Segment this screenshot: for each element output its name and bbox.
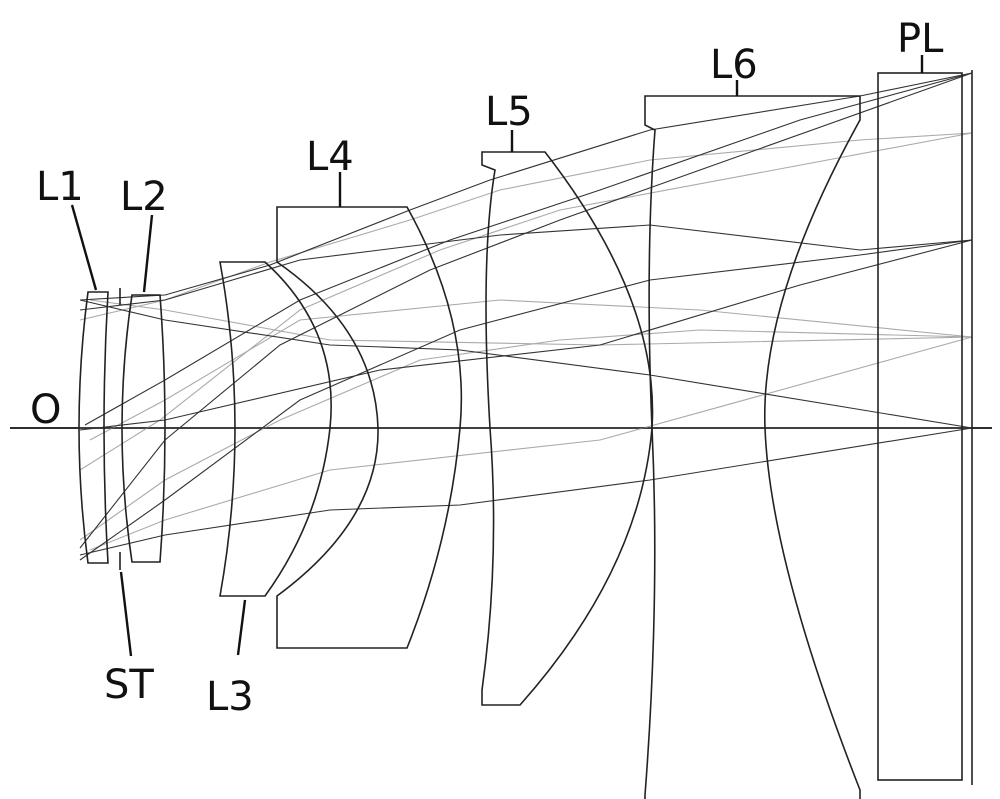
label-pl: PL: [897, 16, 944, 62]
rays-primary: [79, 72, 973, 561]
leader-l1: [70, 204, 98, 291]
label-l5: L5: [485, 89, 533, 135]
label-l6: L6: [710, 42, 758, 88]
label-origin: O: [30, 387, 61, 433]
plate-pl: [877, 72, 963, 781]
label-l1: L1: [36, 164, 84, 210]
lens-l1: [78, 291, 109, 564]
lens-l3: [219, 261, 332, 597]
lens-l5: [481, 151, 654, 706]
leader-l3: [236, 599, 247, 656]
leader-l2: [142, 214, 154, 293]
label-l4: L4: [306, 134, 354, 180]
label-l2: L2: [120, 174, 168, 220]
label-l3: L3: [206, 674, 254, 720]
leader-st: [119, 571, 133, 657]
lens-l4: [276, 206, 463, 649]
rays-secondary: [79, 132, 973, 551]
lens-l6: [644, 95, 861, 799]
label-st: ST: [104, 662, 154, 708]
lens-l2: [121, 294, 166, 563]
